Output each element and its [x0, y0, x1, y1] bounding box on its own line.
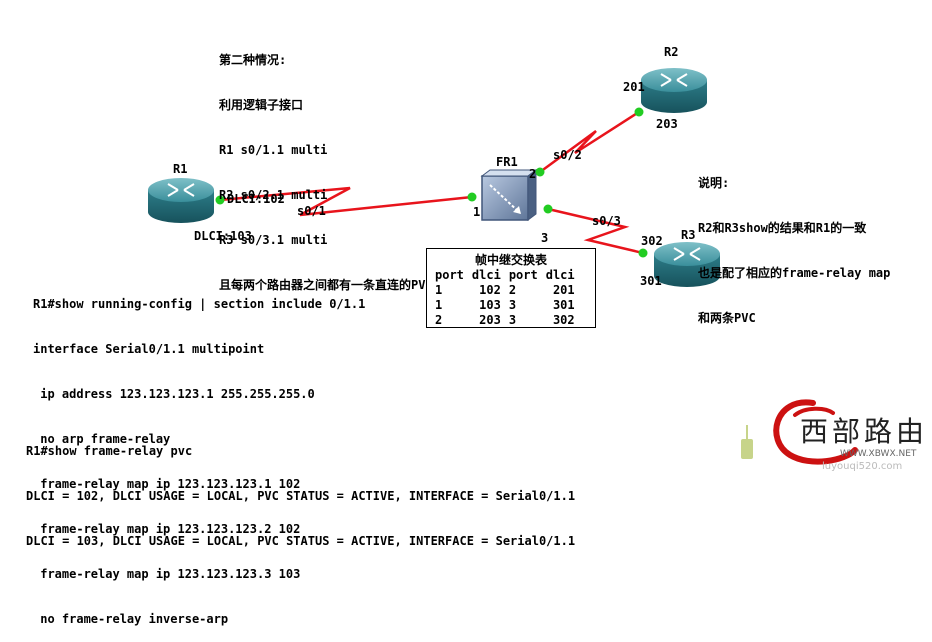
router-r1-label: R1: [173, 162, 188, 176]
table-row: 2 203 3 302: [431, 313, 579, 328]
table-cell: 203: [479, 313, 501, 327]
link-fr1-r2: [539, 110, 640, 174]
config-line: ip address 123.123.123.1 255.255.255.0: [33, 387, 315, 401]
network-diagram: [148, 68, 720, 287]
pvc-line: DLCI = 102, DLCI USAGE = LOCAL, PVC STAT…: [26, 489, 576, 503]
router-r2-icon[interactable]: [641, 68, 707, 113]
table-header-cell: dlci: [545, 268, 575, 282]
note-right-line: 也是配了相应的frame-relay map: [698, 266, 891, 280]
pvc-output: R1#show frame-relay pvc DLCI = 102, DLCI…: [26, 414, 575, 564]
label-dlci-302: 302: [641, 234, 663, 248]
table-cell: 2: [508, 283, 517, 297]
table-cell: 1: [435, 298, 443, 312]
frame-relay-switch-table: 帧中继交换表 port dlci port dlci 1 102 2 201 1…: [426, 248, 596, 328]
note-top-line: 利用逻辑子接口: [219, 98, 304, 112]
note-top: 第二种情况: 利用逻辑子接口 R1 s0/1.1 multi R2 s0/2.1…: [219, 23, 433, 308]
table-header-row: port dlci port dlci: [431, 268, 579, 283]
table-cell: 3: [508, 298, 517, 312]
note-top-line: 且每两个路由器之间都有一条直连的PVC: [219, 278, 433, 292]
table-cell: 302: [552, 313, 575, 327]
router-r2-label: R2: [664, 45, 679, 59]
note-top-line: 第二种情况:: [219, 53, 287, 67]
label-dlci-103: DLCI:103: [194, 229, 252, 243]
table-header-cell: port: [508, 268, 538, 282]
config-line: frame-relay map ip 123.123.123.3 103: [33, 567, 301, 581]
note-right-line: 和两条PVC: [698, 311, 756, 325]
switch-table-title: 帧中继交换表: [474, 253, 547, 267]
port-dot-r2: [634, 107, 644, 117]
port-dot-fr1-2: [535, 167, 545, 177]
router-r1-icon[interactable]: [148, 178, 214, 223]
watermark-logo-text: 西部路由: [800, 415, 929, 448]
label-s0-3: s0/3: [592, 214, 621, 228]
label-dlci-201: 201: [623, 80, 645, 94]
label-dlci-301: 301: [640, 274, 662, 288]
label-dlci-203: 203: [656, 117, 678, 131]
table-header-cell: dlci: [471, 268, 501, 282]
port-dot-r1: [215, 195, 225, 205]
router-r3-label: R3: [681, 228, 696, 242]
label-fr-port-1: 1: [473, 205, 481, 219]
note-top-line: R3 s0/3.1 multi: [219, 233, 328, 247]
config-line: R1#show running-config | section include…: [33, 297, 366, 311]
watermark-logo-url: WWW.XBWX.NET: [840, 449, 917, 459]
config-line: interface Serial0/1.1 multipoint: [33, 342, 265, 356]
port-dot-r3: [638, 248, 648, 258]
router-r3-icon[interactable]: [654, 242, 720, 287]
label-fr-port-2: 2: [529, 167, 537, 181]
config-line: no arp frame-relay: [33, 432, 171, 446]
label-fr-port-3: 3: [541, 231, 549, 245]
table-header-cell: port: [435, 268, 464, 282]
frame-relay-switch-icon[interactable]: [480, 169, 538, 221]
link-fr1-r3: [547, 207, 644, 255]
label-s0-2: s0/2: [553, 148, 582, 162]
note-top-line: R1 s0/1.1 multi: [219, 143, 328, 157]
port-dot-fr1-3: [543, 204, 553, 214]
table-cell: 102: [479, 283, 501, 297]
table-row: 1 103 3 301: [431, 298, 579, 313]
label-dlci-102: DLCI:102: [227, 192, 285, 206]
table-cell: 301: [552, 298, 575, 312]
note-right: 说明: R2和R3show的结果和R1的一致 也是配了相应的frame-rela…: [698, 146, 890, 341]
config-line: no frame-relay inverse-arp: [33, 612, 229, 626]
watermark-logo: [741, 399, 858, 465]
link-r1-fr1: [219, 186, 473, 217]
table-row: 1 102 2 201: [431, 283, 579, 298]
switch-fr1-label: FR1: [496, 155, 518, 169]
note-top-line: R2 s0/2.1 multi: [219, 188, 328, 202]
pvc-line: DLCI = 103, DLCI USAGE = LOCAL, PVC STAT…: [26, 534, 576, 548]
note-right-line: R2和R3show的结果和R1的一致: [698, 221, 867, 235]
pvc-line: R1#show frame-relay pvc: [26, 444, 193, 458]
note-right-line: 说明:: [698, 176, 730, 190]
table-cell: 1: [435, 283, 443, 297]
port-dot-fr1-1: [467, 192, 477, 202]
label-s0-1: s0/1: [297, 204, 326, 218]
table-cell: 2: [435, 313, 443, 327]
watermark-logo-url2: luyouqi520.com: [822, 461, 903, 472]
table-cell: 103: [479, 298, 501, 312]
switch-table-grid: port dlci port dlci 1 102 2 201 1 103 3 …: [431, 268, 579, 328]
table-cell: 3: [508, 313, 517, 327]
table-cell: 201: [552, 283, 575, 297]
